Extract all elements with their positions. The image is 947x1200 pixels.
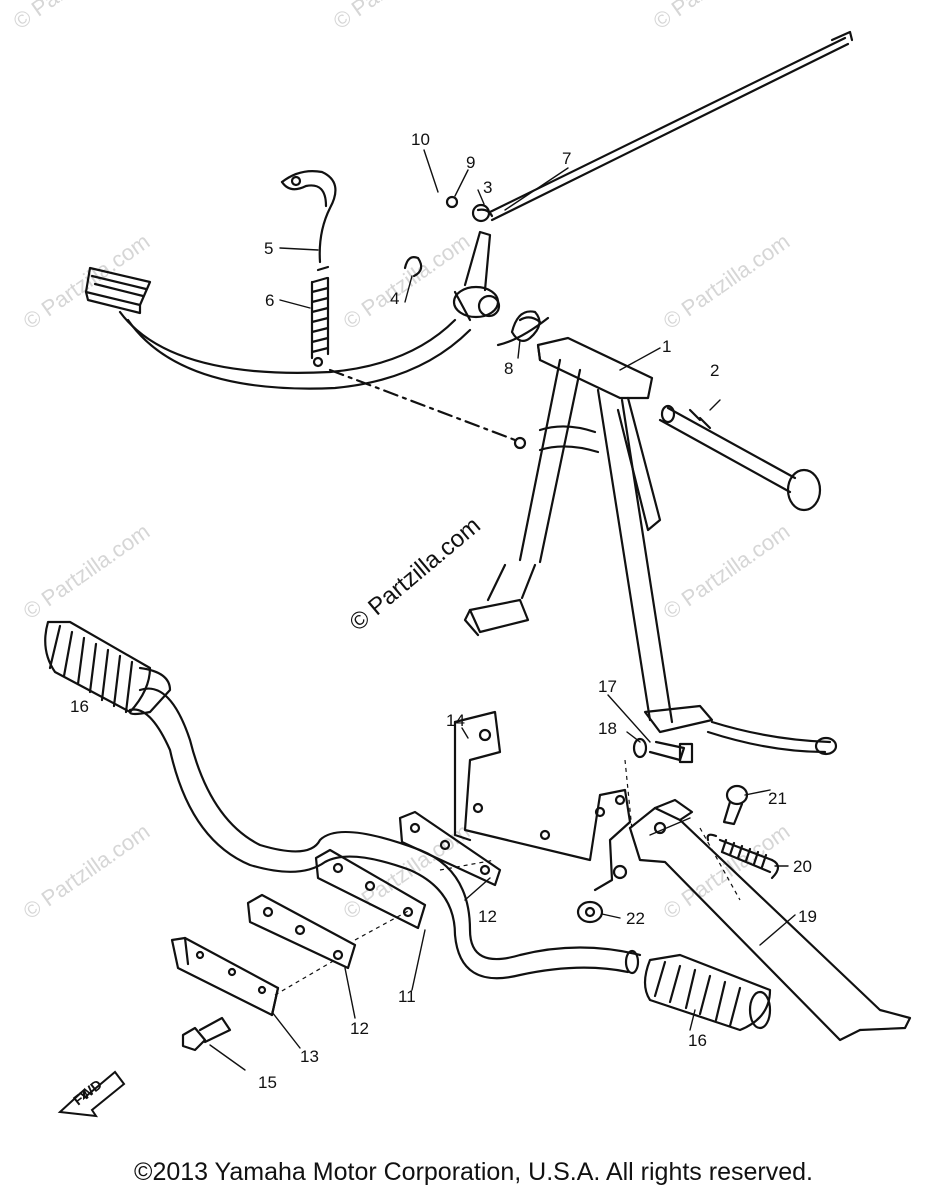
part-label-1: 1 xyxy=(662,337,671,356)
watermark: © Partzilla.com xyxy=(19,229,155,335)
part-label-22: 22 xyxy=(626,909,645,928)
part-label-14: 14 xyxy=(446,711,465,730)
watermark: © Partzilla.com xyxy=(659,229,795,335)
mounting-plate-middle xyxy=(314,848,427,930)
mounting-plate-upper xyxy=(398,810,502,887)
part-label-9: 9 xyxy=(466,153,475,172)
part-label-12: 12 xyxy=(350,1019,369,1038)
part-label-5: 5 xyxy=(264,239,273,258)
copyright-notice: ©2013 Yamaha Motor Corporation, U.S.A. A… xyxy=(134,1158,813,1186)
dashed-leaders xyxy=(274,759,741,996)
clips xyxy=(403,195,550,347)
brake-pedal xyxy=(84,203,501,390)
pivot-shaft xyxy=(658,404,822,512)
center-stand xyxy=(463,336,838,756)
stand-bolt xyxy=(632,737,694,764)
alignment-line xyxy=(328,368,517,442)
part-label-7: 7 xyxy=(562,149,571,168)
mounting-plate-lower xyxy=(246,893,357,970)
watermark: © Partzilla.com xyxy=(659,519,795,625)
part-label-4: 4 xyxy=(390,289,399,308)
watermark: © Partzilla.com xyxy=(649,0,785,34)
watermark: © Partzilla.com xyxy=(19,819,155,925)
side-stand-spring xyxy=(706,833,780,880)
watermark: © Partzilla.com xyxy=(339,229,475,335)
footrest-bar xyxy=(128,687,642,980)
watermark: © Partzilla.com xyxy=(19,519,155,625)
part-label-13: 13 xyxy=(300,1047,319,1066)
brake-rod xyxy=(476,30,854,222)
part-label-16: 16 xyxy=(70,697,89,716)
part-label-21: 21 xyxy=(768,789,787,808)
bolt xyxy=(181,1016,232,1052)
footrest-rubber-left xyxy=(44,620,172,716)
pivot-bolt xyxy=(722,784,749,826)
fwd-arrow: FWD xyxy=(57,1070,126,1118)
part-label-18: 18 xyxy=(598,719,617,738)
part-label-20: 20 xyxy=(793,857,812,876)
faint-watermarks: © Partzilla.com © Partzilla.com © Partzi… xyxy=(9,0,795,924)
footrest-bracket xyxy=(453,710,632,892)
watermark: © Partzilla.com xyxy=(329,0,465,34)
part-label-10: 10 xyxy=(411,130,430,149)
part-label-15: 15 xyxy=(258,1073,277,1092)
part-labels: 1 2 3 4 5 6 7 8 9 10 11 12 12 13 14 15 1… xyxy=(70,130,817,1092)
side-stand xyxy=(628,798,912,1042)
part-label-11: 11 xyxy=(398,987,416,1006)
lower-bracket xyxy=(170,936,280,1017)
part-label-12: 12 xyxy=(478,907,497,926)
part-label-8: 8 xyxy=(504,359,513,378)
part-label-19: 19 xyxy=(798,907,817,926)
nut xyxy=(576,900,604,924)
part-label-2: 2 xyxy=(710,361,719,380)
watermark: © Partzilla.com xyxy=(9,0,145,34)
part-label-16: 16 xyxy=(688,1031,707,1050)
pedal-return-spring xyxy=(280,170,337,368)
leader-lines xyxy=(209,149,796,1071)
footrest-rubber-right xyxy=(643,953,772,1032)
center-watermark: © Partzilla.com xyxy=(345,512,486,637)
part-label-17: 17 xyxy=(598,677,617,696)
part-label-3: 3 xyxy=(483,178,492,197)
part-label-6: 6 xyxy=(265,291,274,310)
